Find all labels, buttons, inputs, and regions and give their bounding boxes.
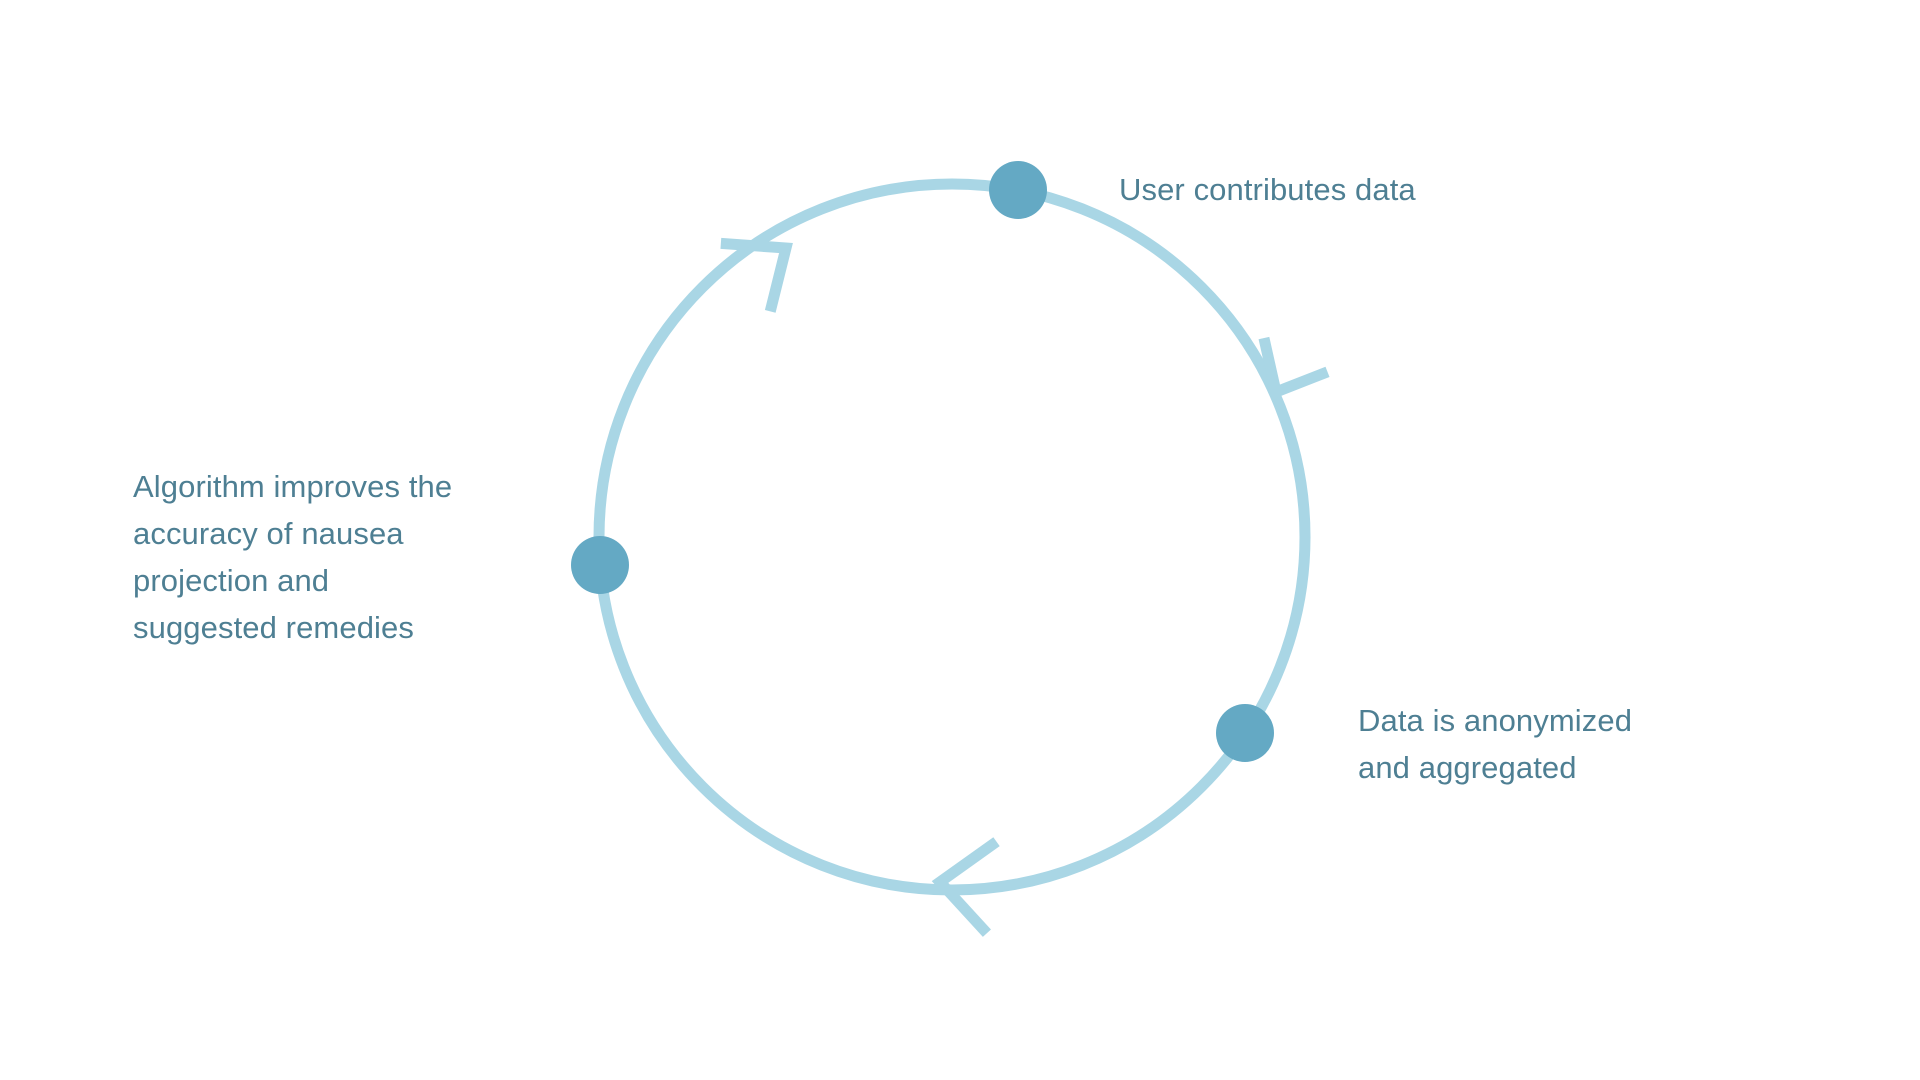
arrow-head-bottom-icon bbox=[931, 837, 1000, 937]
arrow-head-right-icon bbox=[1258, 336, 1330, 400]
arrow-head-top-left-icon bbox=[720, 237, 793, 313]
cycle-node-1[interactable] bbox=[989, 161, 1047, 219]
cycle-node-2[interactable] bbox=[1216, 704, 1274, 762]
cycle-step-label-3: Algorithm improves the accuracy of nause… bbox=[133, 469, 453, 645]
cycle-step-label-2: Data is anonymized and aggregated bbox=[1358, 703, 1633, 785]
cycle-node-3[interactable] bbox=[571, 536, 629, 594]
cycle-step-label-1: User contributes data bbox=[1119, 172, 1416, 207]
cycle-ring-path bbox=[593, 178, 1311, 896]
